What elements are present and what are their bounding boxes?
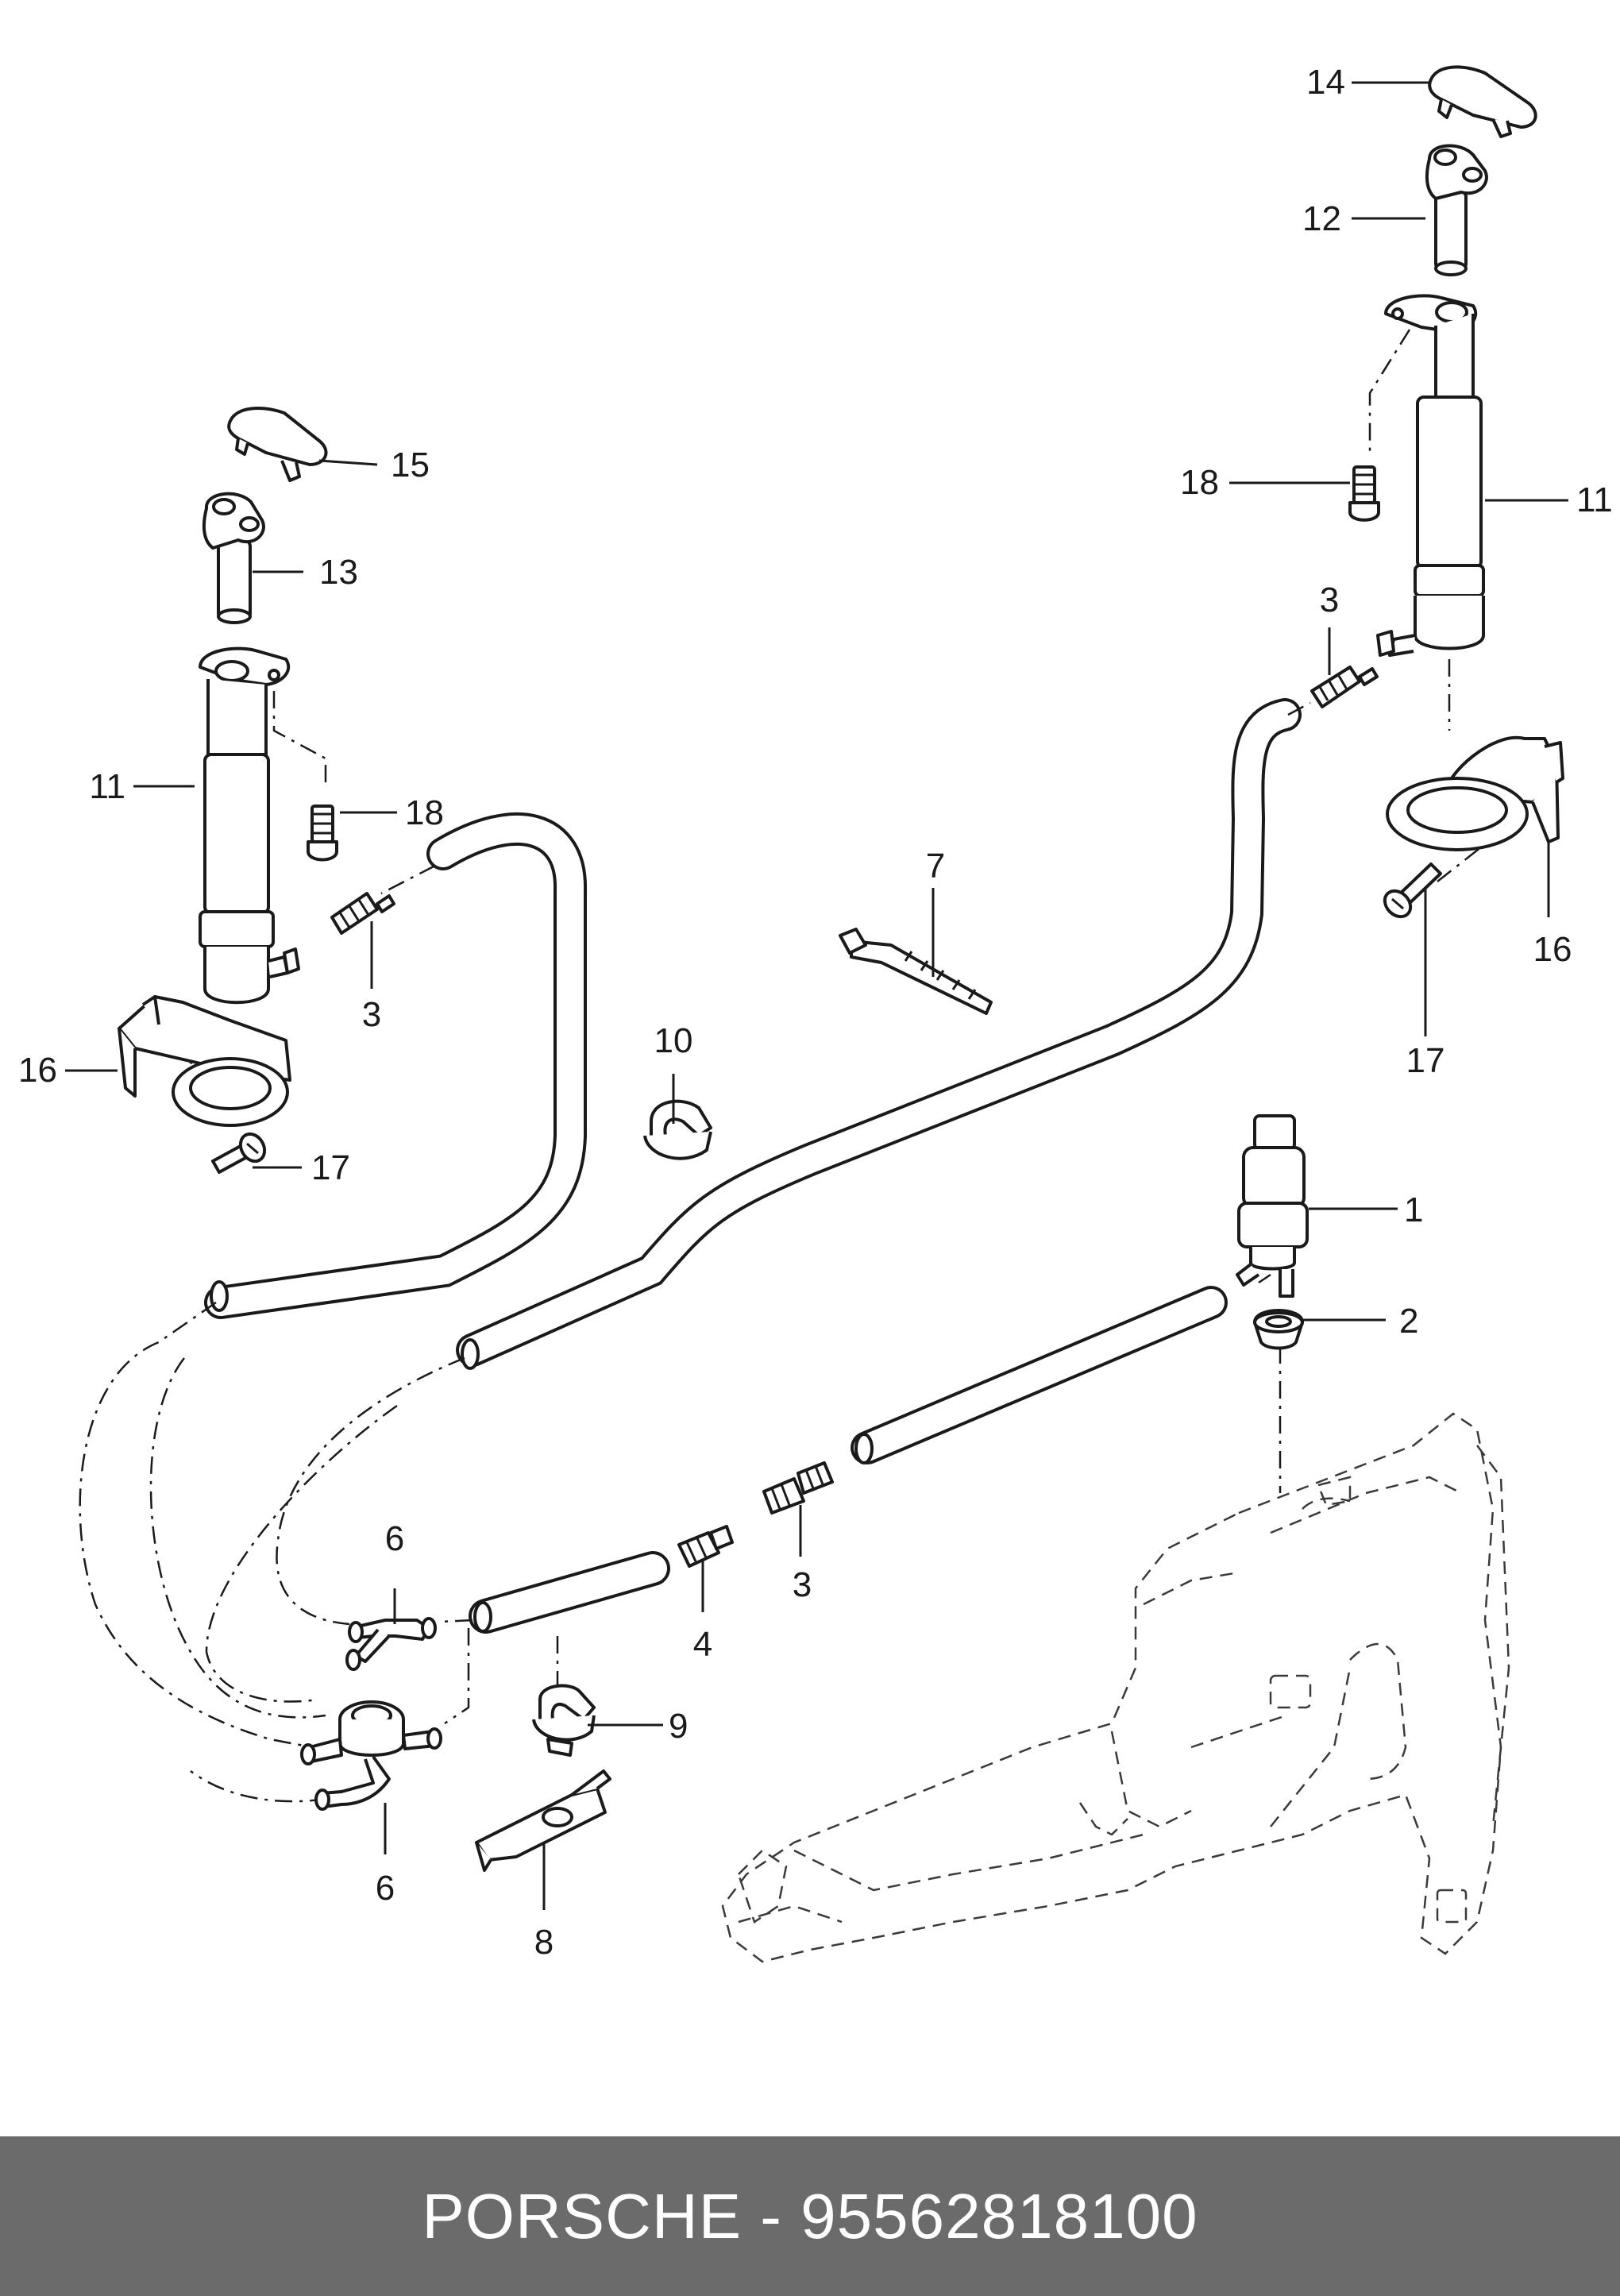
callout-16-right: 16 xyxy=(1533,930,1572,969)
callout-12: 12 xyxy=(1302,199,1341,238)
part-number-caption: PORSCHE - 95562818100 xyxy=(422,2180,1198,2253)
callout-15: 15 xyxy=(391,446,430,484)
callout-13: 13 xyxy=(319,553,358,592)
part-3-connector-right xyxy=(1310,666,1379,708)
part-18-screw-left xyxy=(307,805,338,862)
routing-dashed-lines xyxy=(79,329,1494,1803)
callout-18-right: 18 xyxy=(1180,463,1219,502)
callout-10: 10 xyxy=(654,1021,693,1060)
callout-14: 14 xyxy=(1306,63,1345,102)
callout-18-left: 18 xyxy=(405,793,444,832)
part-13-nozzle-left xyxy=(202,492,265,624)
hose-pump-section xyxy=(850,1286,1228,1464)
part-9-hose-clip-lower xyxy=(532,1684,596,1757)
callout-labels: 14 12 18 11 3 16 17 7 10 1 2 3 4 6 6 8 9… xyxy=(18,63,1613,1962)
part-number: 95562818100 xyxy=(800,2180,1198,2252)
part-6-t-connector-upper xyxy=(345,1617,437,1671)
part-4-reducer-connector xyxy=(677,1525,734,1568)
part-18-screw-right xyxy=(1348,465,1380,522)
part-3-connector-left xyxy=(330,892,395,935)
part-17-screw-left xyxy=(211,1132,267,1174)
hose-right-nozzle xyxy=(456,698,1302,1370)
callout-17-left: 17 xyxy=(311,1148,350,1187)
callout-17-right: 17 xyxy=(1406,1041,1445,1080)
part-11-telescopic-cylinder-right xyxy=(1376,294,1485,657)
callout-9: 9 xyxy=(669,1707,688,1746)
leader-lines xyxy=(65,81,1568,1910)
part-14-cap-right xyxy=(1428,65,1537,138)
brand-name: PORSCHE xyxy=(422,2180,742,2252)
parts-diagram: 14 12 18 11 3 16 17 7 10 1 2 3 4 6 6 8 9… xyxy=(18,63,1613,1963)
part-3-connector-center xyxy=(762,1461,834,1515)
part-17-screw-right xyxy=(1383,862,1442,919)
part-16-bracket-left xyxy=(118,995,291,1127)
hose-short-section xyxy=(469,1551,670,1634)
callout-6-upper: 6 xyxy=(385,1519,404,1558)
part-10-hose-clip xyxy=(643,1099,712,1160)
caption-separator: - xyxy=(760,2180,782,2252)
part-6-check-valve-lower xyxy=(300,1700,442,1811)
callout-6-lower: 6 xyxy=(376,1869,395,1908)
part-1-washer-pump xyxy=(1236,1114,1309,1298)
part-number-footer: PORSCHE - 95562818100 xyxy=(0,2136,1620,2296)
part-8-mounting-bracket xyxy=(475,1769,611,1872)
part-12-nozzle-right xyxy=(1425,144,1488,276)
callout-16-left: 16 xyxy=(18,1051,57,1090)
callout-11-right: 11 xyxy=(1576,480,1613,519)
callout-11-left: 11 xyxy=(89,767,125,806)
callout-8: 8 xyxy=(534,1923,554,1962)
part-2-grommet xyxy=(1253,1309,1304,1350)
part-11-telescopic-cylinder-left xyxy=(199,646,300,1005)
part-16-bracket-right xyxy=(1386,735,1564,851)
part-7-cable-tie xyxy=(839,928,993,1015)
callout-7: 7 xyxy=(926,847,945,886)
washer-reservoir-outline xyxy=(721,1412,1510,1963)
part-15-cap-left xyxy=(227,407,328,482)
callout-1: 1 xyxy=(1404,1190,1423,1229)
callout-2: 2 xyxy=(1399,1302,1418,1341)
callout-3-left: 3 xyxy=(362,995,381,1034)
callout-3-right: 3 xyxy=(1320,581,1339,619)
callout-3-center: 3 xyxy=(793,1565,812,1604)
callout-4: 4 xyxy=(693,1625,712,1664)
